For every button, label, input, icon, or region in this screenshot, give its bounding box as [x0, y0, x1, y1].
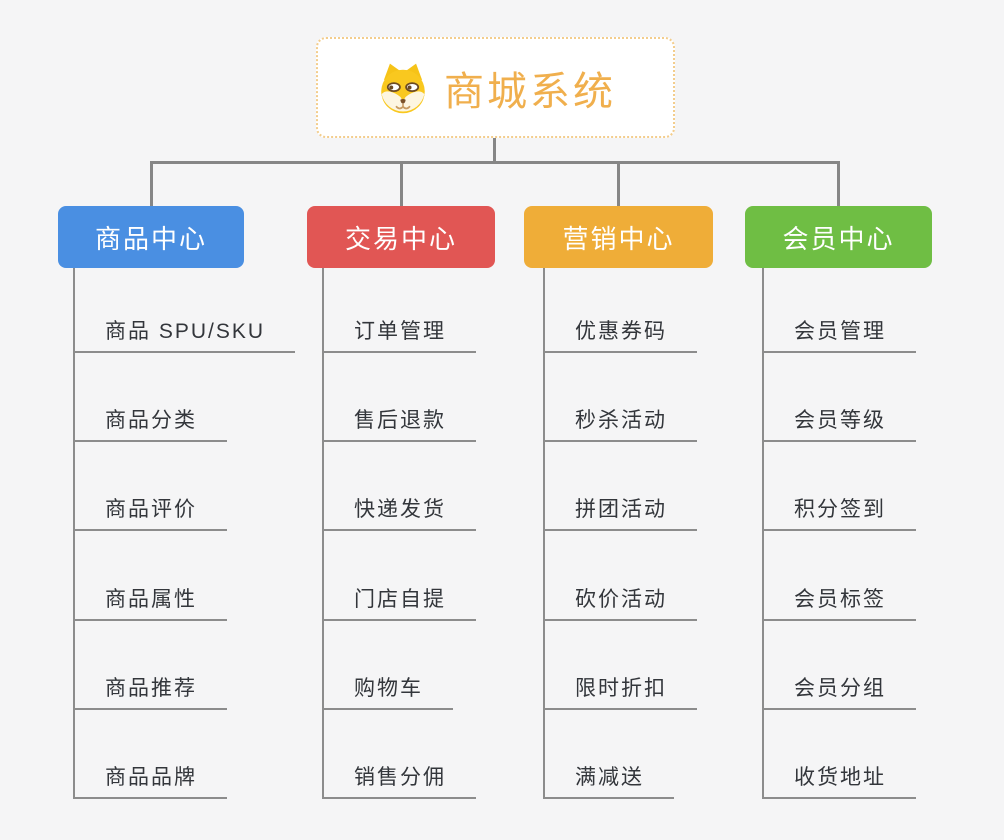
branch-node-member-center[interactable]: 会员中心: [745, 206, 932, 268]
root-node[interactable]: 商城系统: [316, 37, 675, 138]
connector-bus: [150, 161, 840, 164]
child-topic[interactable]: 优惠券码: [543, 319, 697, 353]
dog-face-icon: [381, 63, 425, 113]
child-topic[interactable]: 会员分组: [762, 676, 916, 710]
connector-trunk-trade-center: [322, 268, 324, 799]
connector-trunk-product-center: [73, 268, 75, 799]
child-topic[interactable]: 售后退款: [322, 408, 476, 442]
child-topic[interactable]: 限时折扣: [543, 676, 697, 710]
connector-trunk-marketing-center: [543, 268, 545, 799]
child-topic[interactable]: 订单管理: [322, 319, 476, 353]
child-topic[interactable]: 拼团活动: [543, 497, 697, 531]
child-topic[interactable]: 商品属性: [73, 587, 227, 621]
child-topic[interactable]: 快递发货: [322, 497, 476, 531]
connector-trunk-member-center: [762, 268, 764, 799]
child-topic[interactable]: 商品 SPU/SKU: [73, 319, 296, 353]
child-topic[interactable]: 积分签到: [762, 497, 916, 531]
connector-drop-member-center: [837, 161, 840, 206]
child-topic[interactable]: 商品推荐: [73, 676, 227, 710]
child-topic[interactable]: 购物车: [322, 676, 453, 710]
child-topic[interactable]: 会员标签: [762, 587, 916, 621]
child-topic[interactable]: 秒杀活动: [543, 408, 697, 442]
connector-root-drop: [493, 138, 496, 164]
child-topic[interactable]: 商品分类: [73, 408, 227, 442]
branch-node-trade-center[interactable]: 交易中心: [307, 206, 495, 268]
child-topic[interactable]: 满减送: [543, 765, 674, 799]
child-topic[interactable]: 商品评价: [73, 497, 227, 531]
connector-drop-marketing-center: [617, 161, 620, 206]
child-topic[interactable]: 商品品牌: [73, 765, 227, 799]
child-topic[interactable]: 会员等级: [762, 408, 916, 442]
child-topic[interactable]: 会员管理: [762, 319, 916, 353]
connector-drop-trade-center: [399, 161, 403, 206]
child-topic[interactable]: 门店自提: [322, 587, 476, 621]
child-topic[interactable]: 收货地址: [762, 765, 916, 799]
child-topic[interactable]: 砍价活动: [543, 587, 697, 621]
branch-node-product-center[interactable]: 商品中心: [58, 206, 244, 268]
root-title: 商城系统: [444, 69, 616, 114]
branch-node-marketing-center[interactable]: 营销中心: [524, 206, 713, 268]
connector-drop-product-center: [149, 161, 153, 206]
child-topic[interactable]: 销售分佣: [322, 765, 476, 799]
